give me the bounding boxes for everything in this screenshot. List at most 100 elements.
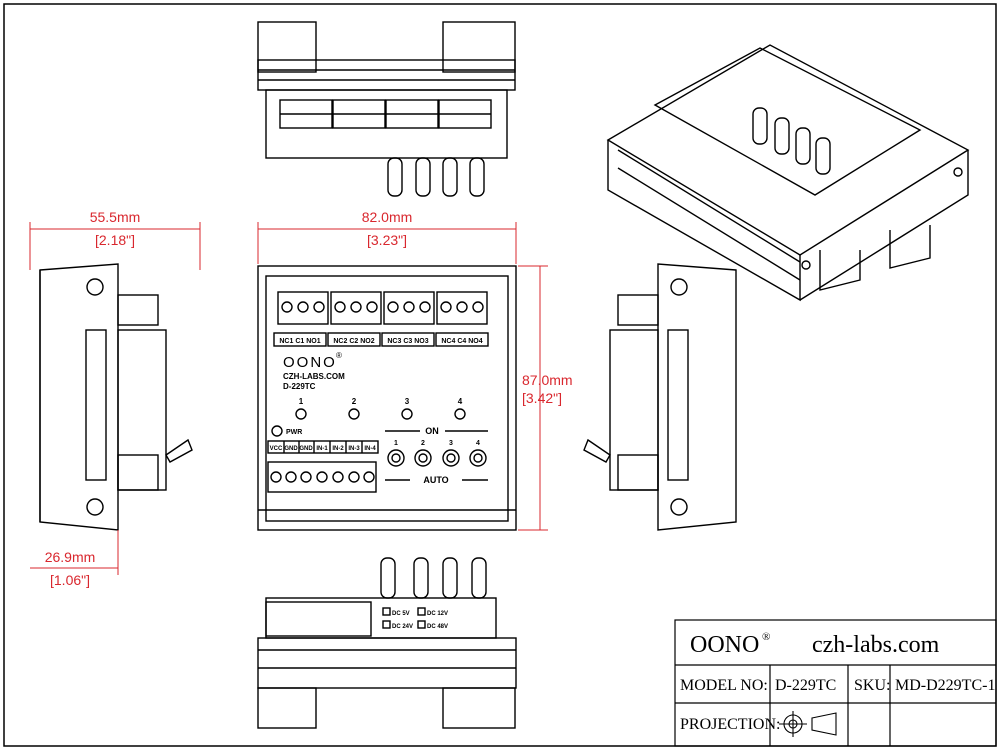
dim-depth-inch: [1.06"] <box>50 572 90 588</box>
tb-sku-value: MD-D229TC-1 <box>895 677 995 694</box>
led-number-4: 4 <box>458 397 463 406</box>
left-top-screw <box>86 278 104 296</box>
iso-screw-side <box>953 167 963 177</box>
right-side-housing <box>657 263 737 531</box>
voltage-dc24v: DC 24V <box>392 624 413 630</box>
relay-label-4: NC4 C4 NO4 <box>441 338 482 345</box>
right-bottom-screw <box>670 498 688 516</box>
led-1 <box>295 408 307 420</box>
input-label-gnd-2: GND <box>299 446 313 452</box>
input-label-gnd-1: GND <box>284 446 298 452</box>
front-view <box>257 265 517 531</box>
switch-number-1: 1 <box>394 440 398 447</box>
iso-switches <box>752 107 831 175</box>
right-side-view <box>583 263 737 531</box>
bottom-rail-body <box>257 637 517 689</box>
bottom-switch-1 <box>380 557 396 599</box>
front-rail-outline <box>257 265 517 531</box>
left-side-view <box>39 263 193 531</box>
relay-label-3: NC3 C3 NO3 <box>387 338 428 345</box>
bottom-switch-4 <box>471 557 487 599</box>
left-bottom-screw <box>86 498 104 516</box>
board-site: CZH-LABS.COM <box>283 372 345 381</box>
relay-label-box-2 <box>327 332 381 347</box>
bottom-switch-3 <box>442 557 458 599</box>
bottom-view <box>257 557 517 729</box>
relay-terminal-3 <box>383 291 435 325</box>
left-switch-toggle <box>165 438 193 463</box>
bottom-switch-2 <box>413 557 429 599</box>
relay-terminal-1 <box>277 291 329 325</box>
tb-projection-label: PROJECTION: <box>680 716 780 733</box>
switch-4 <box>469 449 487 467</box>
dim-front-width-inch: [3.23"] <box>367 232 407 248</box>
input-label-vcc: VCC <box>270 446 283 452</box>
dimension-lines <box>29 222 548 575</box>
tb-model-label: MODEL NO: <box>680 677 768 694</box>
top-switch-4 <box>469 157 485 197</box>
top-rail-body <box>257 59 516 91</box>
led-3 <box>401 408 413 420</box>
iso-screw-front <box>801 260 811 270</box>
relay-label-2: NC2 C2 NO2 <box>333 338 374 345</box>
projection-icon <box>779 711 837 737</box>
iso-left-face <box>607 140 801 302</box>
dim-side-width-inch: [2.18"] <box>95 232 135 248</box>
top-switch-1 <box>387 157 403 197</box>
voltage-dc12v: DC 12V <box>427 611 448 617</box>
tb-sku-label: SKU: <box>854 677 890 694</box>
top-view <box>257 21 516 197</box>
right-switch-toggle <box>583 438 611 463</box>
pwr-label: PWR <box>286 429 302 436</box>
dim-height-mm: 87.0mm <box>522 372 573 388</box>
dim-front-width-mm: 82.0mm <box>362 209 413 225</box>
top-rail-clip-left <box>257 21 317 73</box>
dim-depth-mm: 26.9mm <box>45 549 96 565</box>
input-label-in1: IN-1 <box>316 446 328 452</box>
iso-board <box>653 47 922 196</box>
led-4 <box>454 408 466 420</box>
switch-1 <box>387 449 405 467</box>
input-label-in3: IN-3 <box>348 446 360 452</box>
drawing-border <box>3 3 997 747</box>
voltage-dc48v: DC 48V <box>427 624 448 630</box>
switch-number-4: 4 <box>476 440 480 447</box>
top-board <box>265 89 508 159</box>
led-2 <box>348 408 360 420</box>
isometric-view <box>606 44 970 302</box>
relay-label-box-1 <box>273 332 327 347</box>
top-switch-3 <box>442 157 458 197</box>
tb-reg: ® <box>762 631 770 643</box>
switch-number-3: 3 <box>449 440 453 447</box>
right-top-screw <box>670 278 688 296</box>
voltage-dc5v: DC 5V <box>392 611 410 617</box>
top-switch-2 <box>415 157 431 197</box>
auto-label: AUTO <box>423 475 448 485</box>
board-reg: ® <box>336 351 342 360</box>
iso-right-face <box>799 150 969 301</box>
relay-terminal-2 <box>330 291 382 325</box>
board-model: D-229TC <box>283 382 316 391</box>
bottom-terminal <box>265 601 372 637</box>
relay-label-1: NC1 C1 NO1 <box>279 338 320 345</box>
board-brand: OONO <box>283 354 337 371</box>
led-number-1: 1 <box>299 397 304 406</box>
led-pwr <box>271 425 283 437</box>
relay-label-box-4 <box>435 332 489 347</box>
led-number-3: 3 <box>405 397 410 406</box>
led-number-2: 2 <box>352 397 357 406</box>
switch-3 <box>442 449 460 467</box>
on-label: ON <box>425 426 439 436</box>
front-board <box>265 275 509 522</box>
tb-brand: OONO <box>690 632 759 658</box>
input-label-in4: IN-4 <box>364 446 376 452</box>
switch-number-2: 2 <box>421 440 425 447</box>
bottom-rail-clip-left <box>257 687 317 729</box>
right-side-window <box>667 329 689 481</box>
dim-height-inch: [3.42"] <box>522 390 562 406</box>
input-label-strip <box>267 440 379 454</box>
relay-label-box-3 <box>381 332 435 347</box>
input-terminal-block <box>267 461 377 493</box>
